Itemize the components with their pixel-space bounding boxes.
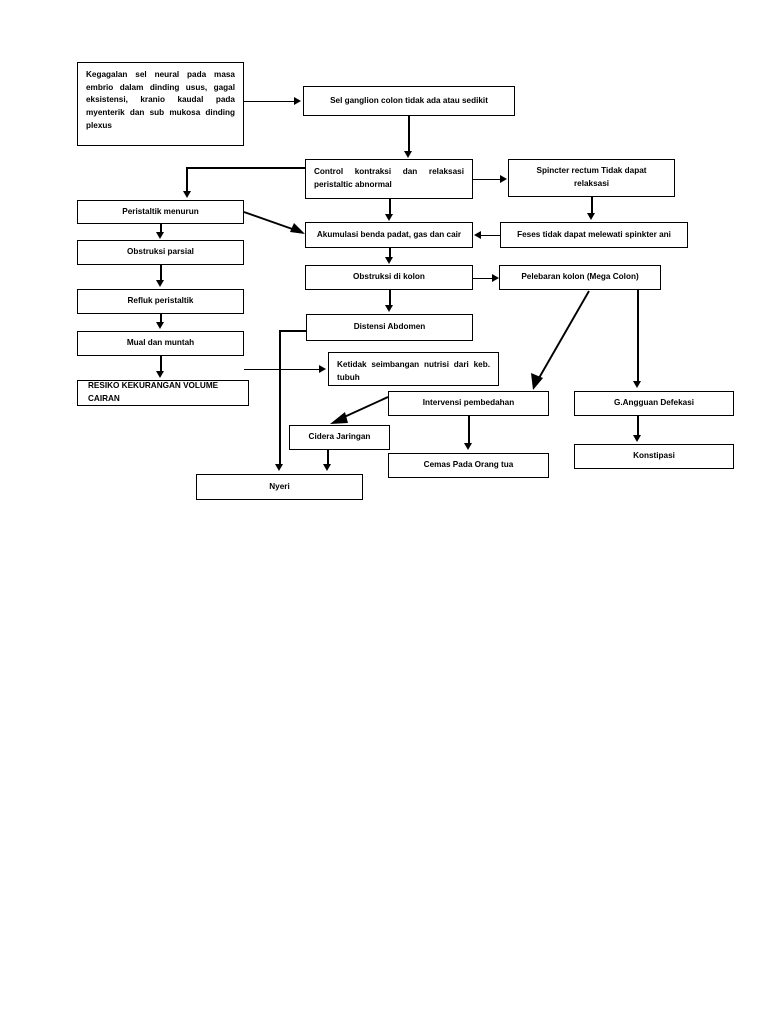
node-label: Intervensi pembedahan	[422, 398, 515, 408]
edge-n9-n12-line	[389, 290, 391, 306]
edge-n3-n5-arrowhead	[183, 191, 192, 198]
node-kegagalan-sel-neural[interactable]: Kegagalan sel neural pada masa embrio da…	[77, 62, 244, 146]
node-feses-tidak-dapat-melewati-spinkter-ani[interactable]: Feses tidak dapat melewati spinkter ani	[500, 222, 688, 248]
node-label: Kegagalan sel neural pada masa embrio da…	[86, 70, 235, 130]
node-label: Obstruksi parsial	[127, 247, 194, 257]
node-cidera-jaringan[interactable]: Cidera Jaringan	[289, 425, 390, 450]
edge-n12-n21-vertical	[279, 330, 281, 465]
edge-n3-n6-arrowhead	[385, 214, 394, 221]
node-label: Spincter rectum Tidak dapat relaksasi	[536, 166, 647, 188]
node-label: Distensi Abdomen	[353, 322, 426, 332]
edge-n9-n12-arrowhead	[385, 305, 394, 312]
edge-n10-n17-line	[637, 290, 639, 382]
edge-n9-n10-line	[473, 277, 493, 280]
node-mual-dan-muntah[interactable]: Mual dan muntah	[77, 331, 244, 356]
node-akumulasi-benda-padat[interactable]: Akumulasi benda padat, gas dan cair	[305, 222, 473, 248]
edge-n4-n7-line	[591, 197, 593, 214]
edge-n13-n15-line	[160, 356, 162, 372]
node-label: Nyeri	[269, 481, 290, 491]
edge-n5-n8-arrowhead	[156, 232, 165, 239]
edge-n5-n8-line	[160, 224, 162, 233]
node-konstipasi[interactable]: Konstipasi	[574, 444, 734, 469]
edge-n3-n5-horizontal	[186, 167, 306, 169]
edge-n6-n9-line	[389, 248, 391, 258]
node-ketidak-seimbangan-nutrisi[interactable]: Ketidak seimbangan nutrisi dari keb. tub…	[328, 352, 499, 386]
node-label: Obstruksi di kolon	[353, 272, 425, 282]
node-label: Mual dan muntah	[126, 338, 195, 348]
node-label: Cemas Pada Orang tua	[423, 460, 514, 470]
node-obstruksi-parsial[interactable]: Obstruksi parsial	[77, 240, 244, 265]
node-resiko-kekurangan-volume-cairan[interactable]: RESIKO KEKURANGAN VOLUME CAIRAN	[77, 380, 249, 406]
edge-n18-n21-arrowhead	[323, 464, 332, 471]
edge-n1-n2-line	[244, 100, 295, 103]
edge-n11-n13-line	[160, 314, 162, 323]
node-label: Control kontraksi dan relaksasi peristal…	[314, 167, 464, 189]
edge-n1-n2-arrowhead	[294, 96, 301, 105]
edge-n3-n4-line	[473, 178, 501, 181]
node-peristaltik-menurun[interactable]: Peristaltik menurun	[77, 200, 244, 224]
node-cemas-pada-orang-tua[interactable]: Cemas Pada Orang tua	[388, 453, 549, 478]
edge-n9-n10-arrowhead	[492, 273, 499, 282]
node-label: Cidera Jaringan	[308, 432, 371, 442]
edge-n2-n3-arrowhead	[404, 151, 413, 158]
node-label: RESIKO KEKURANGAN VOLUME CAIRAN	[88, 381, 219, 403]
node-label: Feses tidak dapat melewati spinkter ani	[517, 229, 671, 239]
edge-n17-n20-line	[637, 416, 639, 435]
edge-n3-n6-line	[389, 199, 391, 215]
node-pelebaran-kolon-mega-colon[interactable]: Pelebaran kolon (Mega Colon)	[499, 265, 661, 290]
node-label: Sel ganglion colon tidak ada atau sediki…	[330, 95, 488, 105]
node-nyeri[interactable]: Nyeri	[196, 474, 363, 500]
edge-n2-n3-line	[408, 116, 410, 153]
node-label: Akumulasi benda padat, gas dan cair	[316, 229, 462, 239]
edge-n6-n9-arrowhead	[385, 257, 394, 264]
edge-n7-n6-line	[481, 234, 500, 237]
node-spincter-rectum[interactable]: Spincter rectum Tidak dapat relaksasi	[508, 159, 675, 197]
node-label: Konstipasi	[633, 451, 675, 461]
edge-n11-n13-arrowhead	[156, 322, 165, 329]
node-refluk-peristaltik[interactable]: Refluk peristaltik	[77, 289, 244, 314]
edge-n13-n14-arrowhead	[319, 364, 326, 373]
edge-n8-n11-line	[160, 265, 162, 281]
node-gangguan-defekasi[interactable]: G.Angguan Defekasi	[574, 391, 734, 416]
edge-n17-n20-arrowhead	[633, 435, 642, 442]
edge-n16-n19-arrowhead	[464, 443, 473, 450]
node-obstruksi-di-kolon[interactable]: Obstruksi di kolon	[305, 265, 473, 290]
node-label: G.Angguan Defekasi	[613, 398, 695, 408]
node-label: Refluk peristaltik	[127, 296, 194, 306]
edge-n12-n21-horizontal	[279, 330, 307, 332]
edge-n13-n14-line	[244, 368, 320, 371]
node-label: Pelebaran kolon (Mega Colon)	[521, 272, 639, 282]
node-control-kontraksi-relaksasi[interactable]: Control kontraksi dan relaksasi peristal…	[305, 159, 473, 199]
edge-n3-n4-arrowhead	[500, 174, 507, 183]
node-sel-ganglion-colon[interactable]: Sel ganglion colon tidak ada atau sediki…	[303, 86, 515, 116]
edge-n8-n11-arrowhead	[156, 280, 165, 287]
edge-n10-n17-arrowhead	[633, 381, 642, 388]
node-distensi-abdomen[interactable]: Distensi Abdomen	[306, 314, 473, 341]
node-intervensi-pembedahan[interactable]: Intervensi pembedahan	[388, 391, 549, 416]
edge-n3-n5-vertical	[186, 167, 188, 192]
edge-n18-n21-line	[327, 450, 329, 465]
node-label: Peristaltik menurun	[122, 206, 199, 216]
edge-n16-n19-line	[468, 416, 470, 444]
edge-n13-n15-arrowhead	[156, 371, 165, 378]
edge-n4-n7-arrowhead	[587, 213, 596, 220]
edge-n12-n21-arrowhead	[275, 464, 284, 471]
node-label: Ketidak seimbangan nutrisi dari keb. tub…	[337, 360, 490, 382]
edge-n7-n6-arrowhead	[474, 230, 481, 239]
